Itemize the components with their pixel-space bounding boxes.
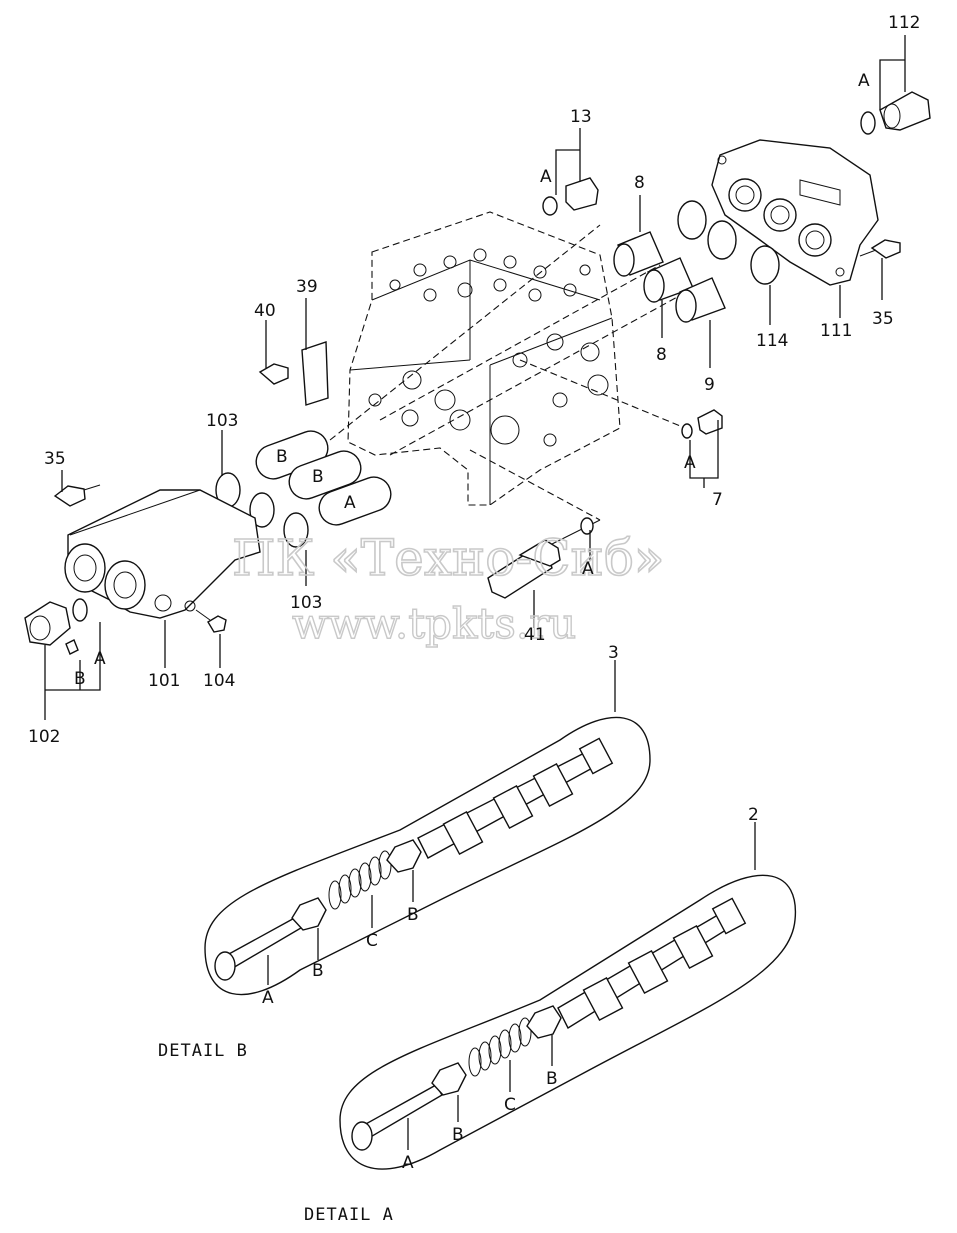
- valve-41: [487, 517, 594, 599]
- bolt-40: [258, 363, 289, 385]
- label-101: 101: [148, 671, 180, 691]
- detail-a-assembly: [339, 874, 797, 1170]
- plate-39: [301, 341, 329, 406]
- plug-104: [207, 615, 227, 633]
- label-103-bottom: 103: [290, 593, 322, 613]
- label-a-112: A: [858, 71, 870, 91]
- label-39: 39: [296, 277, 318, 297]
- label-detail-a-b1: B: [452, 1125, 464, 1145]
- label-a-capsule: A: [344, 493, 356, 513]
- label-35-right: 35: [872, 309, 894, 329]
- label-8-bottom: 8: [656, 345, 667, 365]
- label-9: 9: [704, 375, 715, 395]
- watermark-line1: ПК «Техно-Сиб»: [232, 529, 665, 587]
- label-detail-b-a: A: [262, 988, 274, 1008]
- label-13: 13: [570, 107, 592, 127]
- label-detail-b-b1: B: [312, 961, 324, 981]
- leader-dash: [519, 359, 691, 431]
- label-103-top: 103: [206, 411, 238, 431]
- label-40: 40: [254, 301, 276, 321]
- label-b-capsule1: B: [276, 447, 288, 467]
- plug-13: [542, 177, 599, 216]
- leader-dash: [379, 264, 661, 421]
- o-ring-103: [249, 492, 275, 528]
- label-detail-a-b2: B: [546, 1069, 558, 1089]
- leader-dash: [329, 224, 601, 441]
- label-114: 114: [756, 331, 788, 351]
- o-ring: [750, 245, 780, 285]
- label-112: 112: [888, 13, 920, 33]
- leader-dash: [469, 449, 601, 521]
- leader-102: [44, 622, 101, 720]
- plug-102: [24, 598, 88, 655]
- label-41: 41: [524, 625, 546, 645]
- label-b-capsule2: B: [312, 467, 324, 487]
- label-detail-a-a: A: [402, 1153, 414, 1173]
- o-ring: [707, 220, 737, 260]
- leader-7: [689, 420, 719, 488]
- o-ring-103: [283, 512, 309, 548]
- detail-a-caption: DETAIL A: [304, 1205, 394, 1225]
- o-ring: [677, 200, 707, 240]
- label-111: 111: [820, 321, 852, 341]
- spool-capsule-a: [318, 476, 392, 526]
- plug-112: [860, 91, 931, 135]
- label-a-7: A: [684, 453, 696, 473]
- label-detail-b-b2: B: [407, 905, 419, 925]
- label-detail-b-c: C: [366, 931, 378, 951]
- detail-b-caption: DETAIL B: [158, 1041, 248, 1061]
- label-104: 104: [203, 671, 235, 691]
- label-3: 3: [608, 643, 619, 663]
- bolt-35-left: [53, 485, 86, 507]
- bushing-8b: [643, 257, 694, 303]
- bushing-8: [613, 231, 664, 277]
- plug-7: [681, 409, 723, 439]
- bushing-9: [675, 277, 726, 323]
- label-8-top: 8: [634, 173, 645, 193]
- watermark-line2: www.tpkts.ru: [292, 599, 576, 648]
- label-35-left: 35: [44, 449, 66, 469]
- label-a-13: A: [540, 167, 552, 187]
- label-b-102: B: [74, 669, 86, 689]
- label-a-41: A: [582, 559, 594, 579]
- cover-111: [711, 139, 879, 286]
- label-102: 102: [28, 727, 60, 747]
- cover-101: [64, 489, 261, 619]
- label-2: 2: [748, 805, 759, 825]
- label-detail-a-c: C: [504, 1095, 516, 1115]
- leader-13: [555, 128, 581, 195]
- label-7: 7: [712, 490, 723, 510]
- leader-112: [879, 35, 906, 110]
- bolt-35-right: [859, 239, 901, 259]
- leader-dash: [389, 289, 691, 456]
- valve-body: [347, 211, 621, 506]
- label-a-102: A: [94, 649, 106, 669]
- detail-b-assembly: [204, 716, 651, 996]
